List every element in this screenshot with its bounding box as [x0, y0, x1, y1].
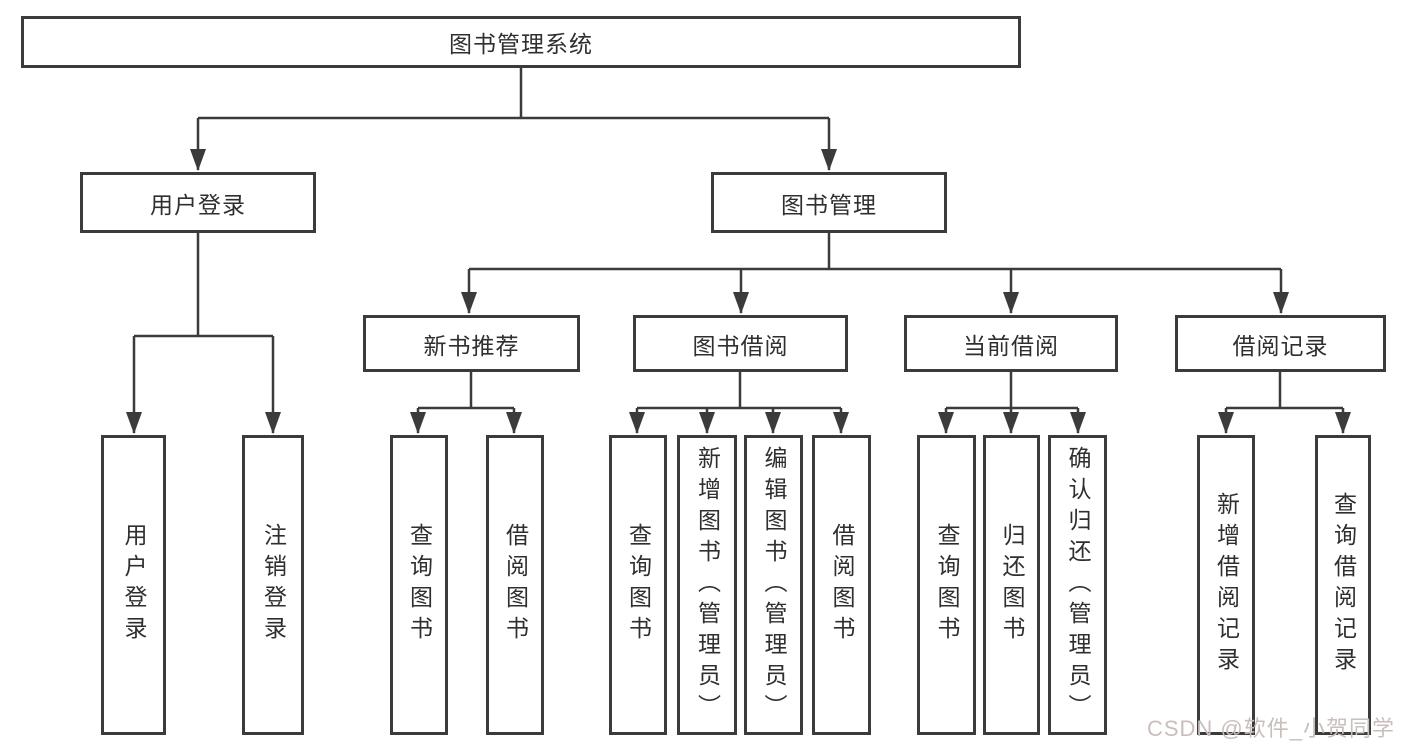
- node-book-management-branch: 图书管理: [711, 172, 947, 233]
- leaf-label: 借阅图书: [829, 523, 855, 647]
- node-new-book-recommend: 新书推荐: [363, 315, 580, 372]
- leaf-label: 用户登录: [121, 523, 147, 647]
- node-label: 图书借阅: [692, 332, 789, 359]
- leaf-user-login: 用户登录: [101, 435, 166, 735]
- leaf-label: 归还图书: [999, 523, 1025, 647]
- leaf-add-borrow-record: 新增借阅记录: [1197, 435, 1255, 735]
- leaf-query-book-recommend: 查询图书: [390, 435, 448, 735]
- node-label: 当前借阅: [963, 332, 1059, 359]
- leaf-label: 注销登录: [260, 523, 287, 647]
- node-label: 用户登录: [150, 191, 246, 218]
- leaf-add-book-admin: 新增图书（管理员）: [677, 435, 737, 735]
- leaf-borrow-book-recommend: 借阅图书: [486, 435, 544, 735]
- node-book-borrow: 图书借阅: [633, 315, 848, 372]
- leaf-label: 查询图书: [406, 523, 433, 647]
- leaf-label: 查询图书: [934, 523, 960, 647]
- node-borrow-record: 借阅记录: [1175, 315, 1386, 372]
- leaf-label: 查询借阅记录: [1330, 492, 1357, 678]
- node-label: 图书管理: [781, 191, 877, 218]
- leaf-query-book-current: 查询图书: [917, 435, 976, 735]
- leaf-query-book-borrow: 查询图书: [609, 435, 667, 735]
- leaf-label: 借阅图书: [502, 523, 529, 647]
- node-label: 借阅记录: [1232, 332, 1329, 359]
- leaf-label: 新增借阅记录: [1213, 492, 1240, 678]
- node-root-label: 图书管理系统: [449, 31, 593, 57]
- node-root-system: 图书管理系统: [21, 16, 1021, 68]
- leaf-label: 查询图书: [625, 523, 652, 647]
- leaf-logout: 注销登录: [242, 435, 304, 735]
- leaf-return-book: 归还图书: [983, 435, 1040, 735]
- node-user-login-branch: 用户登录: [80, 172, 316, 233]
- leaf-edit-book-admin: 编辑图书（管理员）: [744, 435, 803, 735]
- node-current-borrow: 当前借阅: [904, 315, 1118, 372]
- leaf-borrow-book: 借阅图书: [812, 435, 871, 735]
- leaf-label: 新增图书（管理员）: [694, 445, 721, 725]
- leaf-label: 确认归还（管理员）: [1065, 445, 1091, 725]
- leaf-confirm-return-admin: 确认归还（管理员）: [1048, 435, 1107, 735]
- leaf-label: 编辑图书（管理员）: [761, 445, 787, 725]
- node-label: 新书推荐: [423, 332, 520, 359]
- leaf-query-borrow-record: 查询借阅记录: [1315, 435, 1371, 735]
